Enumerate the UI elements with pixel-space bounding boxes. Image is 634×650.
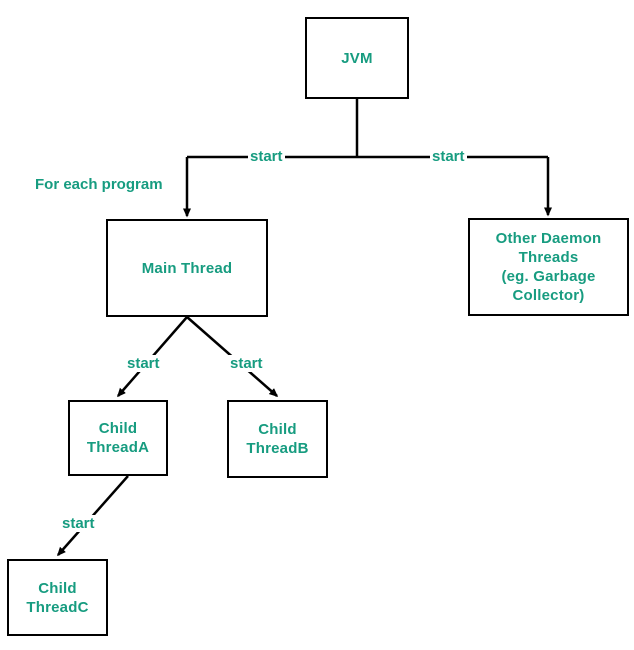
- edge-label-start-child-a: start: [125, 355, 162, 372]
- node-other-daemon-threads[interactable]: Other Daemon Threads (eg. Garbage Collec…: [468, 218, 629, 316]
- node-child-thread-c-label: Child ThreadC: [26, 579, 89, 616]
- node-main-thread-label: Main Thread: [141, 259, 233, 277]
- edge-label-start-daemon-threads: start: [430, 148, 467, 165]
- edge-label-start-main-thread: start: [248, 148, 285, 165]
- node-jvm[interactable]: JVM: [305, 17, 409, 99]
- node-child-thread-c[interactable]: Child ThreadC: [7, 559, 108, 636]
- edge-label-start-child-b: start: [228, 355, 265, 372]
- node-main-thread[interactable]: Main Thread: [106, 219, 268, 317]
- node-child-thread-b-label: Child ThreadB: [246, 421, 309, 457]
- node-jvm-label: JVM: [341, 49, 373, 67]
- node-other-daemon-threads-label: Other Daemon Threads (eg. Garbage Collec…: [495, 230, 602, 304]
- edge-label-for-each-program: For each program: [33, 176, 165, 193]
- node-child-thread-b[interactable]: Child ThreadB: [227, 400, 328, 478]
- edge-label-start-child-c: start: [60, 515, 97, 532]
- node-child-thread-a[interactable]: Child ThreadA: [68, 400, 168, 476]
- node-child-thread-a-label: Child ThreadA: [86, 420, 150, 456]
